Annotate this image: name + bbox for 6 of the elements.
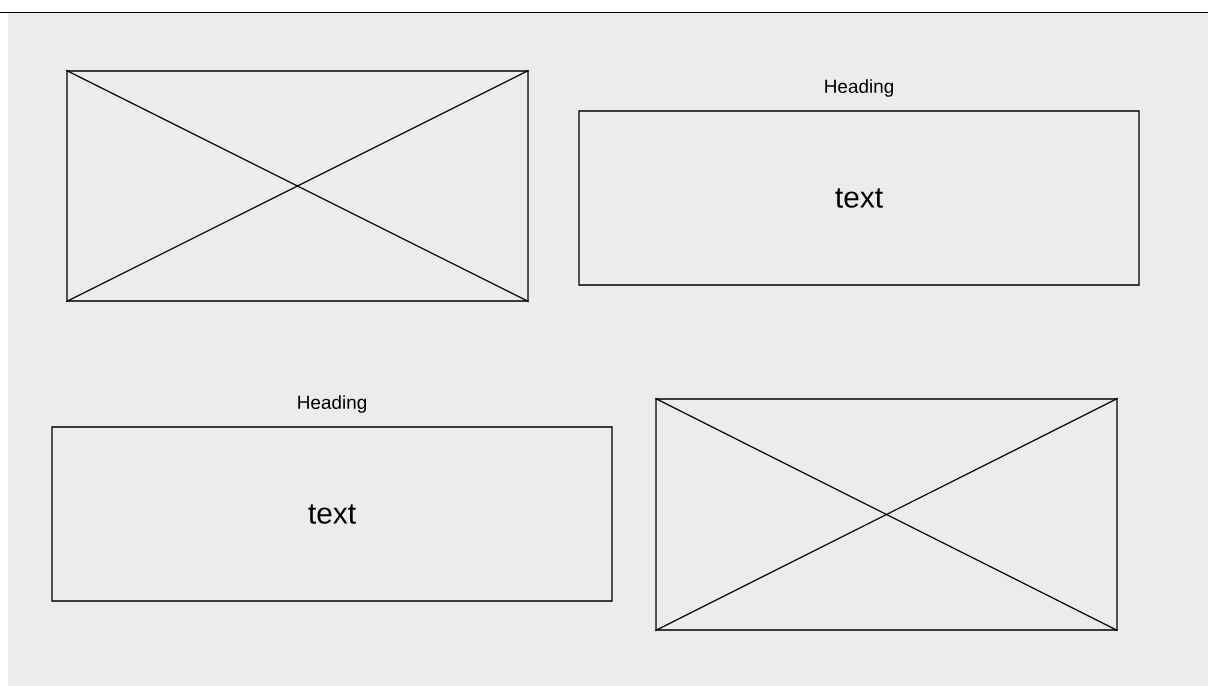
text-box: text [51,426,613,602]
text-box: text [578,110,1140,286]
image-placeholder [654,397,1119,632]
heading: Heading [825,79,893,97]
heading: Heading [298,395,366,413]
image-placeholder [65,69,530,303]
